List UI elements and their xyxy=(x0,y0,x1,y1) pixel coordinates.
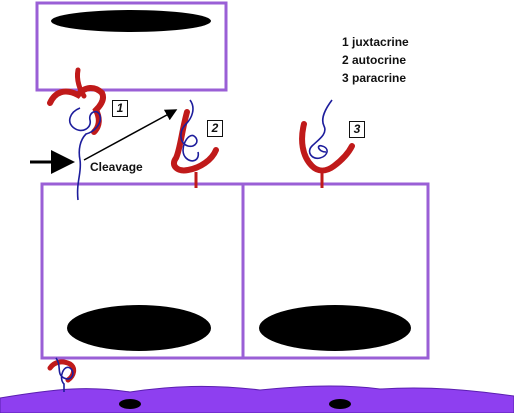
fibroblast-nucleus-right xyxy=(329,399,351,409)
legend-item-paracrine: 3 paracrine xyxy=(342,71,407,85)
marker-box-3: 3 xyxy=(349,121,365,138)
fibroblast-nucleus-left xyxy=(119,399,141,409)
bottom-left-nucleus xyxy=(67,305,211,351)
legend-item-juxtacrine: 1 juxtacrine xyxy=(342,35,409,49)
cleavage-label: Cleavage xyxy=(90,160,143,174)
juxtacrine-complex xyxy=(47,67,107,201)
marker-box-2: 2 xyxy=(207,120,223,137)
top-cell-nucleus xyxy=(51,10,211,32)
paracrine-complex xyxy=(299,99,355,188)
release-arrow xyxy=(83,109,178,161)
basement-membrane xyxy=(0,385,514,413)
bottom-right-nucleus xyxy=(259,305,411,351)
autocrine-complex xyxy=(170,99,219,188)
legend-item-autocrine: 2 autocrine xyxy=(342,53,407,67)
marker-box-1: 1 xyxy=(112,100,128,117)
basal-receptor-complex xyxy=(47,357,77,392)
